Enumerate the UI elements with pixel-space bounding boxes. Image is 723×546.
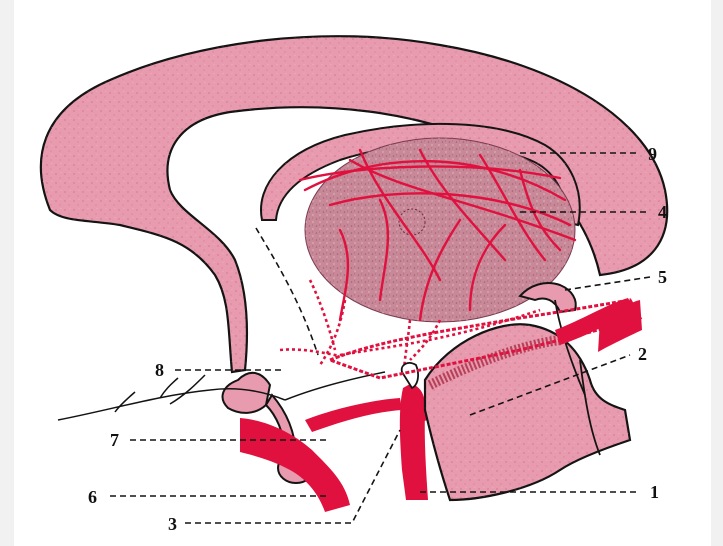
label-2: 2 [638,344,647,364]
label-8: 8 [155,360,164,380]
label-7: 7 [110,430,119,450]
label-6: 6 [88,487,97,507]
label-5: 5 [658,267,667,287]
label-4: 4 [658,202,667,222]
label-3: 3 [168,514,177,534]
label-9: 9 [648,144,657,164]
leader-5 [565,277,650,290]
label-1: 1 [650,482,659,502]
mammillary-body [402,363,418,388]
internal-carotid-artery [240,398,402,512]
